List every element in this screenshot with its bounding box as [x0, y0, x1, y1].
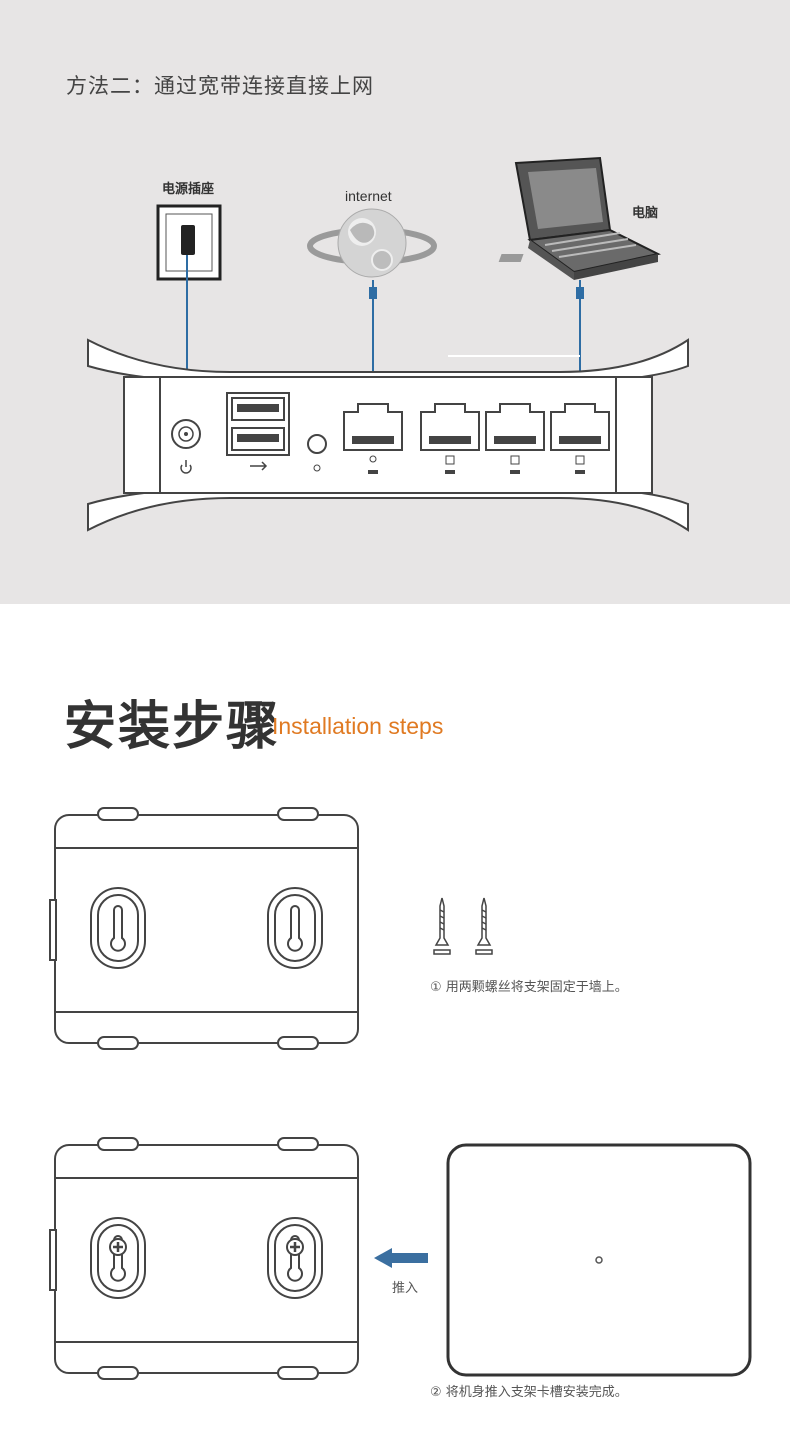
push-label: 推入: [392, 1281, 419, 1296]
power-socket-label: 电源插座: [162, 182, 215, 197]
step2-note: ② 将机身推入支架卡槽安装完成。: [430, 1385, 628, 1400]
laptop-icon: [498, 156, 661, 280]
lan-port-2: [485, 403, 545, 474]
internet-label: internet: [345, 188, 392, 204]
router-device-body: [446, 1143, 752, 1377]
lan-port-1: [420, 403, 480, 474]
power-port: [171, 419, 201, 474]
wan-port: [343, 403, 403, 474]
computer-label: 电脑: [632, 206, 659, 221]
push-arrow-icon: [374, 1248, 428, 1268]
screw-icon: [433, 897, 451, 955]
usb-ports: [226, 392, 290, 471]
connection-diagram: [87, 156, 689, 532]
power-socket-icon: [156, 204, 222, 281]
method-title: 方法二：通过宽带连接直接上网: [66, 74, 374, 98]
lan-port-3: [550, 403, 610, 474]
reset-button: [307, 434, 327, 472]
screw-icon: [475, 897, 493, 955]
wall-bracket-step2: [49, 1137, 359, 1380]
wall-bracket-step1: [49, 807, 359, 1050]
globe-icon: [307, 208, 437, 278]
install-subtitle: Installation steps: [272, 713, 444, 739]
ethernet-ports: [343, 403, 610, 474]
install-title: 安装步骤: [64, 697, 281, 757]
step1-note: ① 用两颗螺丝将支架固定于墙上。: [430, 980, 628, 995]
